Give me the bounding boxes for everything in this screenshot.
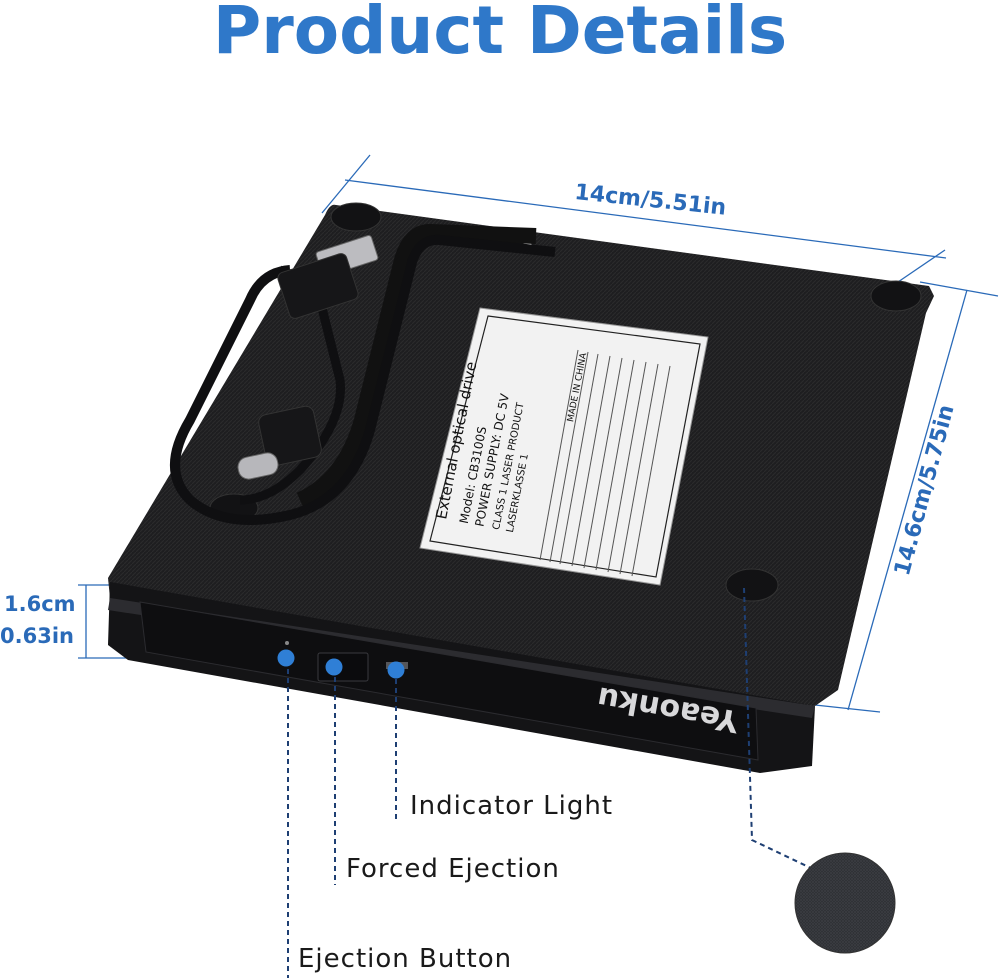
depth-dimension <box>814 281 999 713</box>
indicator-light-marker <box>387 661 405 679</box>
height-dimension-cm: 1.6cm <box>4 592 76 616</box>
product-label: External optical drive Model: CB3100S PO… <box>419 307 709 586</box>
height-dimension-in: 0.63in <box>0 624 74 648</box>
indicator-light-label: Indicator Light <box>410 791 614 821</box>
ejection-button-label: Ejection Button <box>298 944 513 974</box>
forced-ejection-marker <box>325 658 343 676</box>
texture-zoom-circle <box>794 852 896 954</box>
ejection-button-marker <box>277 649 295 667</box>
width-dimension <box>321 154 947 283</box>
forced-ejection-label: Forced Ejection <box>346 854 560 884</box>
page-title: Product Details <box>212 0 788 69</box>
ejection-hole-shape <box>285 641 289 645</box>
